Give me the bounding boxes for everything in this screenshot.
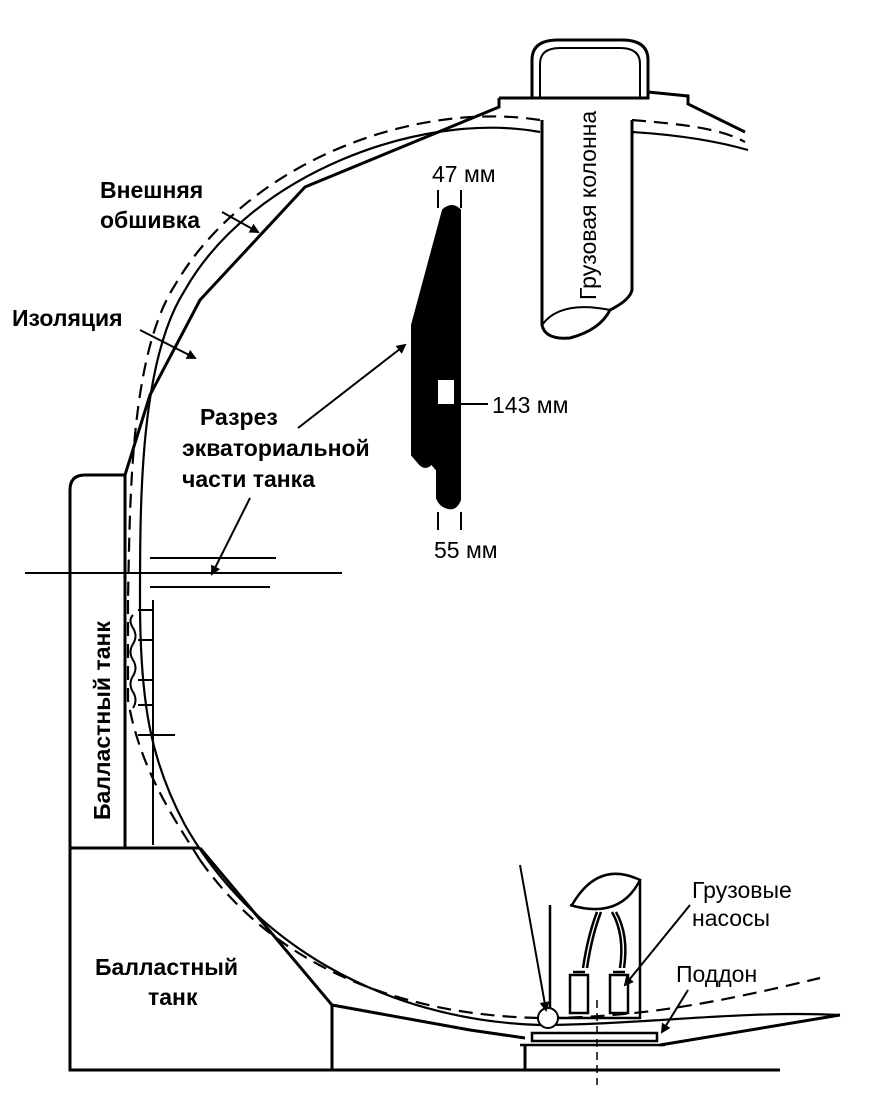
- leader-sump: [660, 989, 689, 1034]
- cargo-column-inner: [539, 47, 641, 326]
- label-ballast-tank-bottom-line2: танк: [148, 984, 198, 1010]
- equatorial-section: [411, 205, 461, 510]
- label-sump: Поддон: [676, 961, 757, 987]
- ballast-tank-side: [68, 473, 200, 850]
- label-section-line1: Разрез: [200, 404, 278, 430]
- label-dim-top: 47 мм: [432, 161, 496, 187]
- detail-circle: [537, 1007, 559, 1029]
- leader-detail: [519, 864, 550, 1012]
- label-ballast-tank-bottom-line1: Балластный: [95, 954, 238, 980]
- leader-insulation: [139, 329, 197, 359]
- insulation-line: [126, 115, 821, 1020]
- ballast-tank-side-inner: [129, 600, 175, 845]
- leader-section: [297, 343, 407, 429]
- reference-lines: [25, 557, 342, 588]
- label-outer-skin-line2: обшивка: [100, 207, 200, 233]
- label-ballast-tank-side: Балластный танк: [89, 621, 115, 820]
- leader-lines: [139, 211, 691, 1034]
- sump-base: [520, 1000, 665, 1085]
- label-dim-mid: 143 мм: [492, 392, 568, 418]
- leader-section-bottom: [211, 497, 251, 576]
- label-insulation: Изоляция: [12, 305, 123, 331]
- cargo-column: [530, 38, 650, 340]
- label-cargo-pumps-line1: Грузовые: [692, 877, 792, 903]
- dimension-lines: [437, 190, 488, 530]
- label-section-line2: экваториальной: [182, 435, 370, 461]
- label-cargo-pumps-line2: насосы: [692, 905, 770, 931]
- label-section-line3: части танка: [182, 466, 315, 492]
- tank-inner-wall: [138, 126, 841, 1027]
- leader-outer-skin: [221, 211, 260, 233]
- label-outer-skin-line1: Внешняя: [100, 177, 203, 203]
- label-dim-bottom: 55 мм: [434, 537, 498, 563]
- label-cargo-column: Грузовая колонна: [575, 111, 601, 300]
- ballast-tank-bottom: [68, 847, 841, 1072]
- leader-cargo-pumps: [623, 904, 691, 987]
- cargo-pump-assembly: [548, 872, 642, 1020]
